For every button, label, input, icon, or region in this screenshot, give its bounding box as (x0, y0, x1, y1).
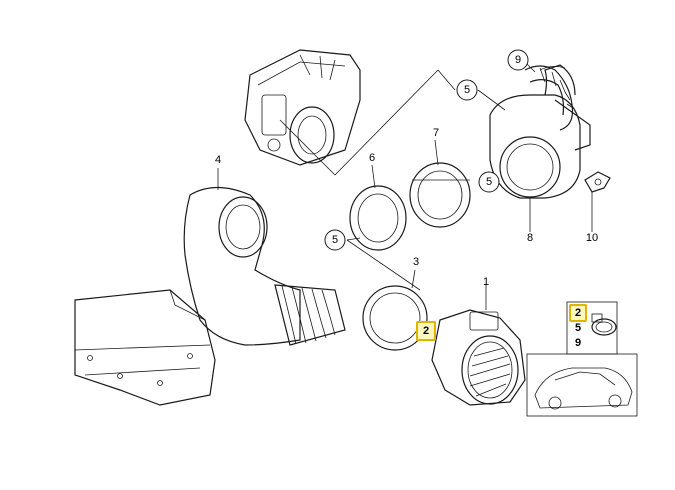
callout-5-left: 5 (324, 229, 346, 251)
callout-2-highlighted: 2 (416, 321, 436, 341)
callout-8: 8 (527, 232, 533, 244)
callout-7: 7 (433, 127, 439, 139)
svg-text:5: 5 (486, 176, 492, 188)
callout-6: 6 (369, 152, 375, 164)
callout-9-top: 9 (507, 49, 529, 71)
svg-text:5: 5 (464, 84, 470, 96)
callout-3: 3 (413, 256, 419, 268)
bellows-section (274, 284, 346, 346)
part-6-ring (349, 164, 407, 251)
callout-1: 1 (483, 276, 489, 288)
part-4-intake-duct (183, 168, 301, 346)
legend-callouts: 2 5 9 (569, 304, 587, 349)
part-8-boot (489, 64, 591, 232)
legend-item-2: 2 (575, 307, 581, 319)
callout-5-top: 5 (456, 79, 478, 101)
legend-item-5: 5 (575, 322, 581, 334)
svg-text:2: 2 (423, 325, 429, 337)
callout-10: 10 (586, 232, 598, 244)
svg-text:9: 9 (515, 54, 521, 66)
part-9-hose (524, 61, 574, 131)
part-1-maf-sensor (431, 285, 526, 406)
callout-5-mid: 5 (478, 171, 500, 193)
leader-lines-5-left (346, 237, 421, 291)
throttle-body-part (244, 49, 361, 166)
part-10-fitting (584, 171, 611, 232)
callout-4: 4 (215, 154, 221, 166)
part-3-ring (362, 269, 428, 351)
legend-panel (526, 301, 638, 417)
legend-item-9: 9 (575, 337, 581, 349)
svg-text:5: 5 (332, 234, 338, 246)
part-7-ring (409, 139, 471, 228)
air-filter-box (74, 289, 216, 406)
leader-lines-5-top (279, 69, 506, 176)
